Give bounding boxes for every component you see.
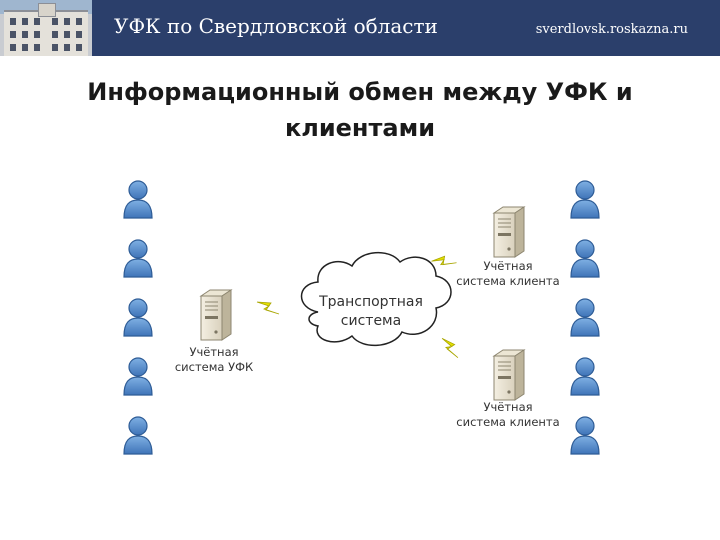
user-icon bbox=[570, 357, 600, 396]
user-icon bbox=[123, 298, 153, 337]
server-icon bbox=[493, 349, 525, 401]
client-system-label: Учётная система клиента bbox=[448, 259, 568, 289]
user-icon bbox=[570, 416, 600, 455]
client-system-label: Учётная система клиента bbox=[448, 400, 568, 430]
transport-system-line1: Транспортная bbox=[319, 294, 423, 310]
header-title: УФК по Свердловской области bbox=[114, 14, 438, 38]
client-system-line1: Учётная bbox=[483, 259, 533, 273]
user-icon bbox=[570, 180, 600, 219]
user-icon bbox=[570, 239, 600, 278]
ufk-system-line1: Учётная bbox=[189, 345, 239, 359]
user-icon bbox=[123, 180, 153, 219]
header-banner: УФК по Свердловской области sverdlovsk.r… bbox=[0, 0, 720, 56]
ufk-system-label: Учётная система УФК bbox=[154, 345, 274, 375]
lightning-icon bbox=[256, 301, 280, 315]
transport-system-line2: система bbox=[340, 313, 402, 329]
user-icon bbox=[123, 357, 153, 396]
client-system-line2: система клиента bbox=[456, 415, 560, 429]
user-icon bbox=[123, 239, 153, 278]
lightning-icon bbox=[437, 337, 463, 359]
header-site: sverdlovsk.roskazna.ru bbox=[535, 22, 688, 37]
client-system-line1: Учётная bbox=[483, 400, 533, 414]
cloud-icon bbox=[300, 251, 452, 347]
slide-title: Информационный обмен между УФК и клиента… bbox=[87, 78, 633, 142]
transport-system-label: Транспортная система bbox=[296, 293, 446, 331]
user-icon bbox=[570, 298, 600, 337]
user-icon bbox=[123, 416, 153, 455]
building-photo bbox=[0, 0, 92, 56]
ufk-system-line2: система УФК bbox=[174, 360, 254, 374]
server-icon bbox=[200, 289, 232, 341]
server-icon bbox=[493, 206, 525, 258]
client-system-line2: система клиента bbox=[456, 274, 560, 288]
